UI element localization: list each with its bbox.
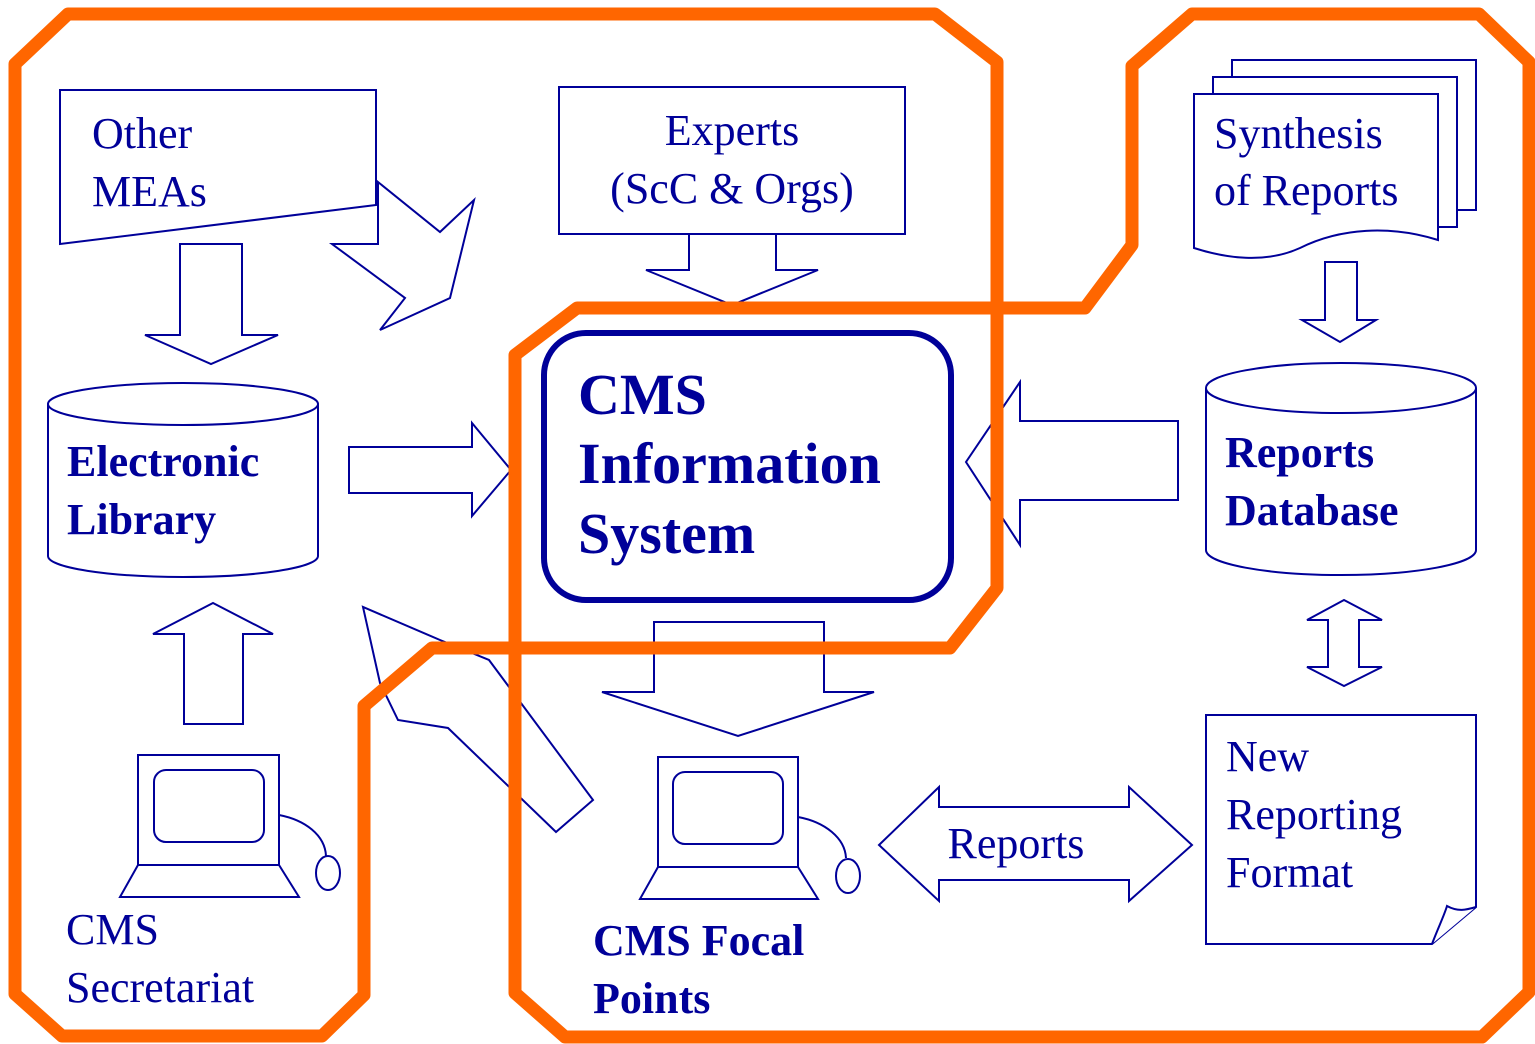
arrow-secretariat-to-library xyxy=(152,601,274,725)
left-region-outline xyxy=(8,7,1004,1043)
experts-label-2: (ScC & Orgs) xyxy=(610,164,854,213)
cms-focal-points-label-1: CMS Focal xyxy=(593,916,804,965)
cms-focal-points-label-2: Points xyxy=(593,974,710,1023)
other-meas-label-2: MEAs xyxy=(92,167,207,216)
arrow-meas-to-library xyxy=(144,243,279,366)
synthesis-label-1: Synthesis xyxy=(1214,109,1383,158)
arrow-experts-to-cms xyxy=(645,233,819,307)
experts-label-1: Experts xyxy=(665,106,799,155)
cms-information-system-box xyxy=(541,330,954,603)
cms-secretariat-label-1: CMS xyxy=(66,905,159,954)
arrow-focal-to-library xyxy=(361,605,595,834)
other-meas-node: Other MEAs xyxy=(59,89,377,246)
electronic-library-label-2: Library xyxy=(67,495,216,544)
new-reporting-format-folded-page-icon xyxy=(1205,714,1477,945)
arrow-database-format-bidirectional xyxy=(1306,598,1383,688)
arrow-synthesis-to-database xyxy=(1298,261,1380,344)
secretariat-computer-icon xyxy=(118,754,341,898)
reports-database-cylinder-icon xyxy=(1205,362,1477,576)
other-meas-label-1: Other xyxy=(92,109,193,158)
cms-secretariat-label-2: Secretariat xyxy=(66,963,254,1012)
electronic-library-label-1: Electronic xyxy=(67,437,259,486)
right-region-outline xyxy=(508,7,1535,1044)
cms-is-label-3: System xyxy=(578,501,755,566)
other-meas-box xyxy=(59,89,377,246)
reports-arrow-label: Reports xyxy=(948,819,1085,868)
synthesis-document-stack-icon xyxy=(1193,59,1477,259)
reports-database-label-1: Reports xyxy=(1225,428,1374,477)
new-reporting-format-label-1: New xyxy=(1226,732,1309,781)
reports-database-label-2: Database xyxy=(1225,486,1399,535)
new-reporting-format-label-3: Format xyxy=(1226,848,1353,897)
arrow-meas-to-cms xyxy=(328,179,476,331)
synthesis-label-2: of Reports xyxy=(1214,166,1399,215)
arrow-cms-to-focal xyxy=(601,621,875,738)
new-reporting-format-label-2: Reporting xyxy=(1226,790,1402,839)
reports-double-arrow xyxy=(877,784,1194,904)
electronic-library-database-cylinder-icon xyxy=(47,382,319,578)
cms-is-label-1: CMS xyxy=(578,362,707,427)
experts-box xyxy=(558,86,906,235)
arrow-library-to-cms xyxy=(348,420,513,519)
focal-points-computer-icon xyxy=(638,756,861,900)
cms-is-label-2: Information xyxy=(578,431,881,496)
